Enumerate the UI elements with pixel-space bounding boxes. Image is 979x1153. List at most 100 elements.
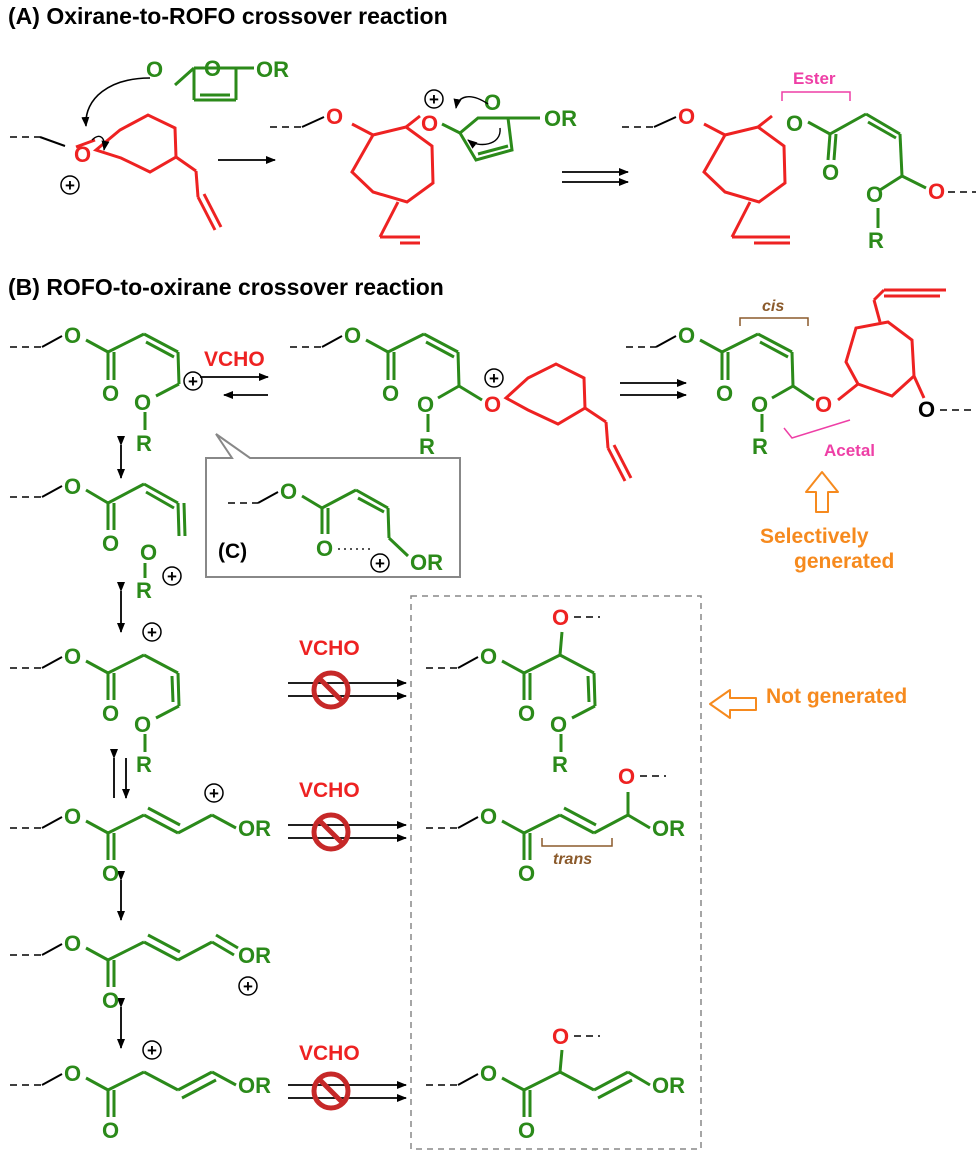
b2-vcho-ring xyxy=(503,362,633,482)
c-ester-o: O xyxy=(280,479,297,504)
row4-or: OR xyxy=(238,816,271,841)
b1-backbone xyxy=(85,332,181,430)
row2-carbonyl-o: O xyxy=(102,531,119,556)
b3-ester-o: O xyxy=(678,323,695,348)
prohibited-icon-3 xyxy=(311,1071,351,1111)
row2-chain-bond xyxy=(41,485,63,498)
acetal-label: Acetal xyxy=(824,441,875,460)
b1-ester-o: O xyxy=(64,323,81,348)
p3-backbone xyxy=(501,1049,651,1117)
b3-cis-bracket xyxy=(739,317,809,326)
row6-backbone xyxy=(85,1070,237,1117)
row6-plus-text: + xyxy=(147,1041,157,1060)
b1-chain-bond xyxy=(41,335,63,348)
row4-chain-bond xyxy=(41,816,63,829)
b3-chain-bond xyxy=(655,335,677,348)
row5-chain-bond xyxy=(41,943,63,956)
p2-carbonyl-o: O xyxy=(518,861,535,886)
b2-carbonyl-o: O xyxy=(382,381,399,406)
p1-new-o: O xyxy=(552,605,569,630)
a3-r-group: R xyxy=(868,228,884,253)
b1-ether-o: O xyxy=(134,390,151,415)
b3-r-group: R xyxy=(752,434,768,459)
a1-plus-charge xyxy=(60,175,80,195)
b2-r-group: R xyxy=(419,434,435,459)
left-arrow-outline xyxy=(709,689,757,719)
b2-ester-o: O xyxy=(344,323,361,348)
b2-epoxide-o: O xyxy=(484,392,501,417)
row3-plus-charge xyxy=(142,622,162,642)
c-panel-label: (C) xyxy=(218,540,247,563)
a2-plus-charge xyxy=(424,89,444,109)
trans-label: trans xyxy=(553,851,592,868)
row4-carbonyl-o: O xyxy=(102,861,119,886)
b3-acetal-bracket xyxy=(783,419,851,439)
a1-lactone-ring-o: O xyxy=(204,56,221,81)
a3-ester-bracket xyxy=(781,91,851,101)
a2-ring-o: O xyxy=(484,90,501,115)
panel-a-title: (A) Oxirane-to-ROFO crossover reaction xyxy=(8,3,448,29)
p3-carbonyl-o: O xyxy=(518,1118,535,1143)
row3-ester-o: O xyxy=(64,644,81,669)
b3-backbone xyxy=(699,332,815,432)
up-arrow-outline xyxy=(805,471,839,513)
a1-curved-arrow xyxy=(81,77,151,127)
a3-ester-chain xyxy=(807,112,927,228)
p1-backbone xyxy=(501,631,597,752)
b2-backbone xyxy=(365,332,483,432)
row5-carbonyl-o: O xyxy=(102,988,119,1013)
b3-link-o: O xyxy=(918,397,935,422)
ester-label: Ester xyxy=(793,69,836,88)
a1-vcho-structure xyxy=(75,113,223,231)
row6-carbonyl-o: O xyxy=(102,1118,119,1143)
row5-or: OR xyxy=(238,943,271,968)
c-backbone xyxy=(301,488,410,558)
b-vcho-reagent-4: VCHO xyxy=(299,1042,360,1065)
row2-plus-charge xyxy=(162,566,182,586)
b2-chain-bond xyxy=(321,335,343,348)
a3-chain-bond xyxy=(653,116,677,128)
p1-ester-o: O xyxy=(480,644,497,669)
b1-plus-text: + xyxy=(188,372,198,391)
row6-plus-charge xyxy=(142,1040,162,1060)
a2-ester-o: O xyxy=(421,111,438,136)
row3-r-group: R xyxy=(136,752,152,777)
panel-b-title: (B) ROFO-to-oxirane crossover reaction xyxy=(8,274,444,300)
a3-ester-o: O xyxy=(786,111,803,136)
row6-ester-o: O xyxy=(64,1061,81,1086)
a1-curved-arrow-small xyxy=(91,135,110,151)
p3-chain-bond xyxy=(457,1073,479,1086)
a1-plus-text: + xyxy=(65,176,75,195)
row5-ester-o: O xyxy=(64,931,81,956)
a3-acetal-o: O xyxy=(866,182,883,207)
b-vcho-reagent-2: VCHO xyxy=(299,637,360,660)
p2-chain-bond xyxy=(457,816,479,829)
p2-new-o: O xyxy=(618,764,635,789)
b3-carbonyl-o: O xyxy=(716,381,733,406)
row4-ester-o: O xyxy=(64,804,81,829)
row4-backbone xyxy=(85,806,237,860)
p1-ether-o: O xyxy=(550,712,567,737)
a2-furanone-ring xyxy=(441,116,540,162)
b3-cyclohexane-ring xyxy=(837,288,946,402)
b-vcho-reagent-1: VCHO xyxy=(204,348,265,371)
a3-cyclohexane-ring xyxy=(702,114,790,245)
c-chain-bond xyxy=(257,491,279,504)
prohibited-icon-1 xyxy=(311,670,351,710)
row3-carbonyl-o: O xyxy=(102,701,119,726)
c-carbonyl-o: O xyxy=(316,536,333,561)
p3-or: OR xyxy=(652,1073,685,1098)
c-or: OR xyxy=(410,550,443,575)
a1-epoxide-oxygen: O xyxy=(74,142,91,167)
b3-acetal-o: O xyxy=(815,392,832,417)
row5-plus-charge xyxy=(238,976,258,996)
b2-plus-text: + xyxy=(489,369,499,388)
row3-ether-o: O xyxy=(134,712,151,737)
row4-plus-charge xyxy=(204,783,224,803)
b-vcho-reagent-3: VCHO xyxy=(299,779,360,802)
a2-ether-o: O xyxy=(326,104,343,129)
p3-new-o: O xyxy=(552,1024,569,1049)
cis-label: cis xyxy=(762,298,784,315)
a3-link-o: O xyxy=(928,179,945,204)
c-plus-text: + xyxy=(375,554,385,573)
